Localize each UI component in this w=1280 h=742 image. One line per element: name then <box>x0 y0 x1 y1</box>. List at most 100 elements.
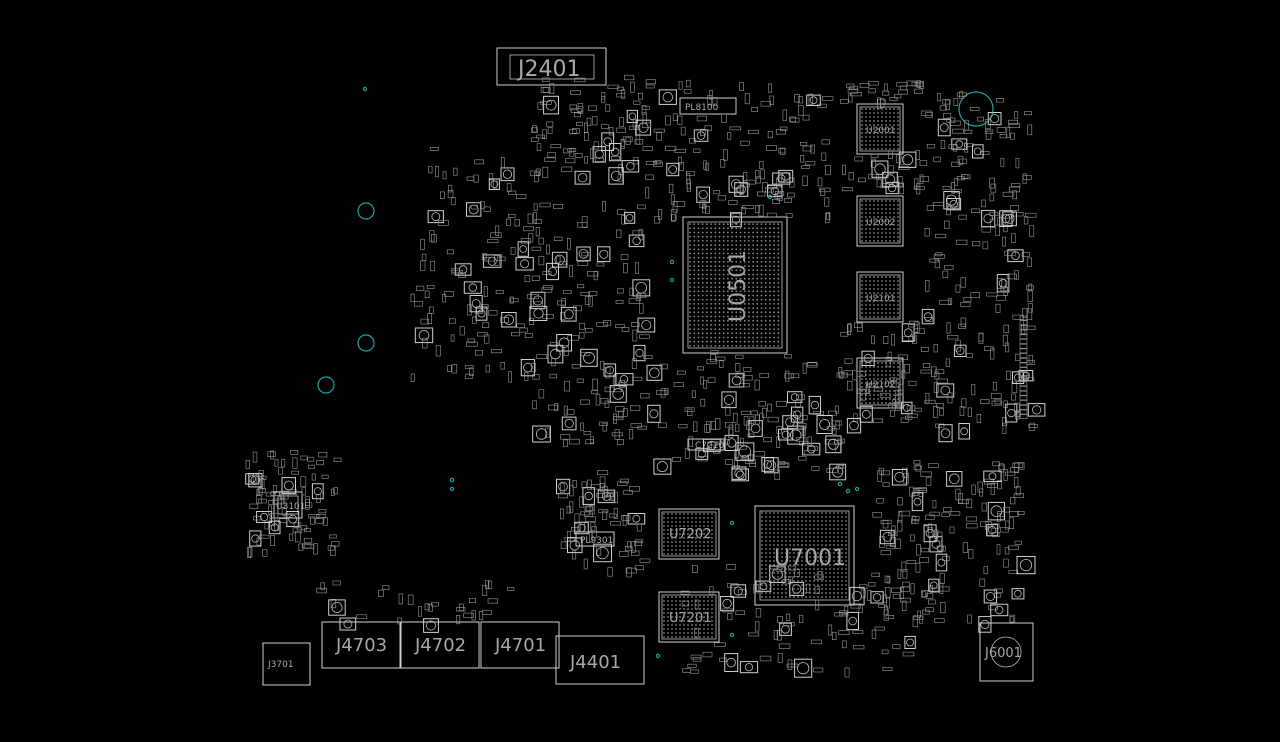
bga-pin <box>797 576 799 578</box>
bga-pin <box>714 240 717 242</box>
chip-u7201[interactable]: U7201 <box>658 591 720 643</box>
label-c7220: C7220 <box>695 441 724 451</box>
bga-pin <box>675 596 677 598</box>
connector-j4703[interactable]: J4703 <box>321 621 401 669</box>
bga-pin <box>801 520 803 522</box>
bga-pin <box>718 227 721 230</box>
smd-part <box>536 134 545 139</box>
smd-part <box>725 421 733 428</box>
inductor-pl9301[interactable]: PL9301 <box>575 531 615 547</box>
bga-pin <box>785 524 787 526</box>
bga-pin <box>821 568 823 570</box>
smd-part <box>565 158 576 164</box>
bga-pin <box>727 298 729 301</box>
smd-part <box>252 451 258 463</box>
smd-part <box>964 119 969 131</box>
chip-u2002[interactable]: U2002 <box>856 195 904 247</box>
smd-part <box>960 317 967 327</box>
bga-pin <box>667 624 669 626</box>
bga-pin <box>889 232 891 234</box>
smd-part <box>605 366 611 379</box>
bga-pin <box>667 537 669 539</box>
bga-pin <box>893 116 895 118</box>
bga-pin <box>885 132 887 134</box>
smd-part <box>531 127 538 133</box>
bga-pin <box>773 540 775 542</box>
smd-part-marker <box>635 348 644 358</box>
bga-pin <box>769 231 771 234</box>
bga-pin <box>789 588 791 590</box>
smd-part <box>804 449 814 456</box>
smd-part <box>911 492 924 512</box>
connector-j4701[interactable]: J4701 <box>480 621 560 669</box>
smd-part <box>816 415 833 434</box>
connector-j3701[interactable]: J3701 <box>262 642 311 686</box>
smd-part <box>885 614 895 619</box>
bga-pin <box>735 328 738 330</box>
bga-pin <box>829 596 831 598</box>
chip-u2001[interactable]: U2001 <box>856 103 904 155</box>
bga-pin <box>667 628 669 630</box>
bga-pin <box>769 528 771 530</box>
bga-pin <box>781 552 783 554</box>
smd-part <box>673 382 684 387</box>
smd-part-marker <box>331 602 343 614</box>
chip-u7001[interactable]: U7001 <box>754 505 855 606</box>
bga-pin <box>722 240 725 242</box>
header-pin <box>1019 376 1028 382</box>
bga-pin <box>739 231 742 234</box>
bga-pin <box>817 584 819 586</box>
bga-pin <box>675 632 677 634</box>
smd-part <box>877 99 886 105</box>
bga-pin <box>897 374 899 376</box>
smd-part <box>727 613 733 621</box>
smd-part <box>567 148 577 152</box>
smd-part <box>989 177 995 189</box>
bga-pin <box>869 116 871 118</box>
smd-part-marker <box>668 165 678 174</box>
chip-u2101[interactable]: U2101 <box>856 271 904 323</box>
bga-pin <box>781 580 783 582</box>
smd-part <box>467 304 472 316</box>
bga-pin <box>697 340 700 343</box>
bga-pin <box>777 516 779 518</box>
chip-u2102[interactable]: U2102 <box>856 357 904 409</box>
bga-pin <box>881 148 883 150</box>
smd-part <box>501 312 517 328</box>
bga-pin <box>760 332 763 335</box>
smd-part <box>897 511 903 523</box>
bga-pin <box>801 580 803 582</box>
bga-pin <box>706 248 708 251</box>
bga-pin <box>756 282 759 284</box>
smd-part <box>727 132 732 140</box>
bga-pin <box>760 252 763 255</box>
chip-u0501[interactable]: U0501 <box>682 216 788 354</box>
bga-pin <box>777 552 779 554</box>
smd-part <box>990 347 995 360</box>
bga-pin <box>889 144 891 146</box>
bga-pin <box>695 608 697 610</box>
bga-pin <box>710 261 712 263</box>
smd-part <box>686 79 691 88</box>
smd-part <box>729 126 742 131</box>
smd-part <box>567 335 579 341</box>
smd-part <box>841 187 853 192</box>
bga-pin <box>897 140 899 142</box>
connector-j4401[interactable]: J4401 <box>555 635 645 685</box>
connector-j6001[interactable]: J6001 <box>979 622 1034 682</box>
smd-part-marker <box>523 362 533 373</box>
bga-pin <box>885 374 887 376</box>
connector-j4702[interactable]: J4702 <box>400 621 480 669</box>
bga-pin <box>873 362 875 364</box>
via <box>854 486 860 492</box>
smd-part <box>776 566 785 573</box>
bga-pin <box>897 292 899 294</box>
bga-pin <box>699 608 701 610</box>
bga-pin <box>789 560 791 562</box>
bga-pin <box>865 366 867 368</box>
bga-pin <box>885 220 887 222</box>
bga-pin <box>893 224 895 226</box>
bga-pin <box>691 604 693 606</box>
bga-pin <box>865 212 867 214</box>
